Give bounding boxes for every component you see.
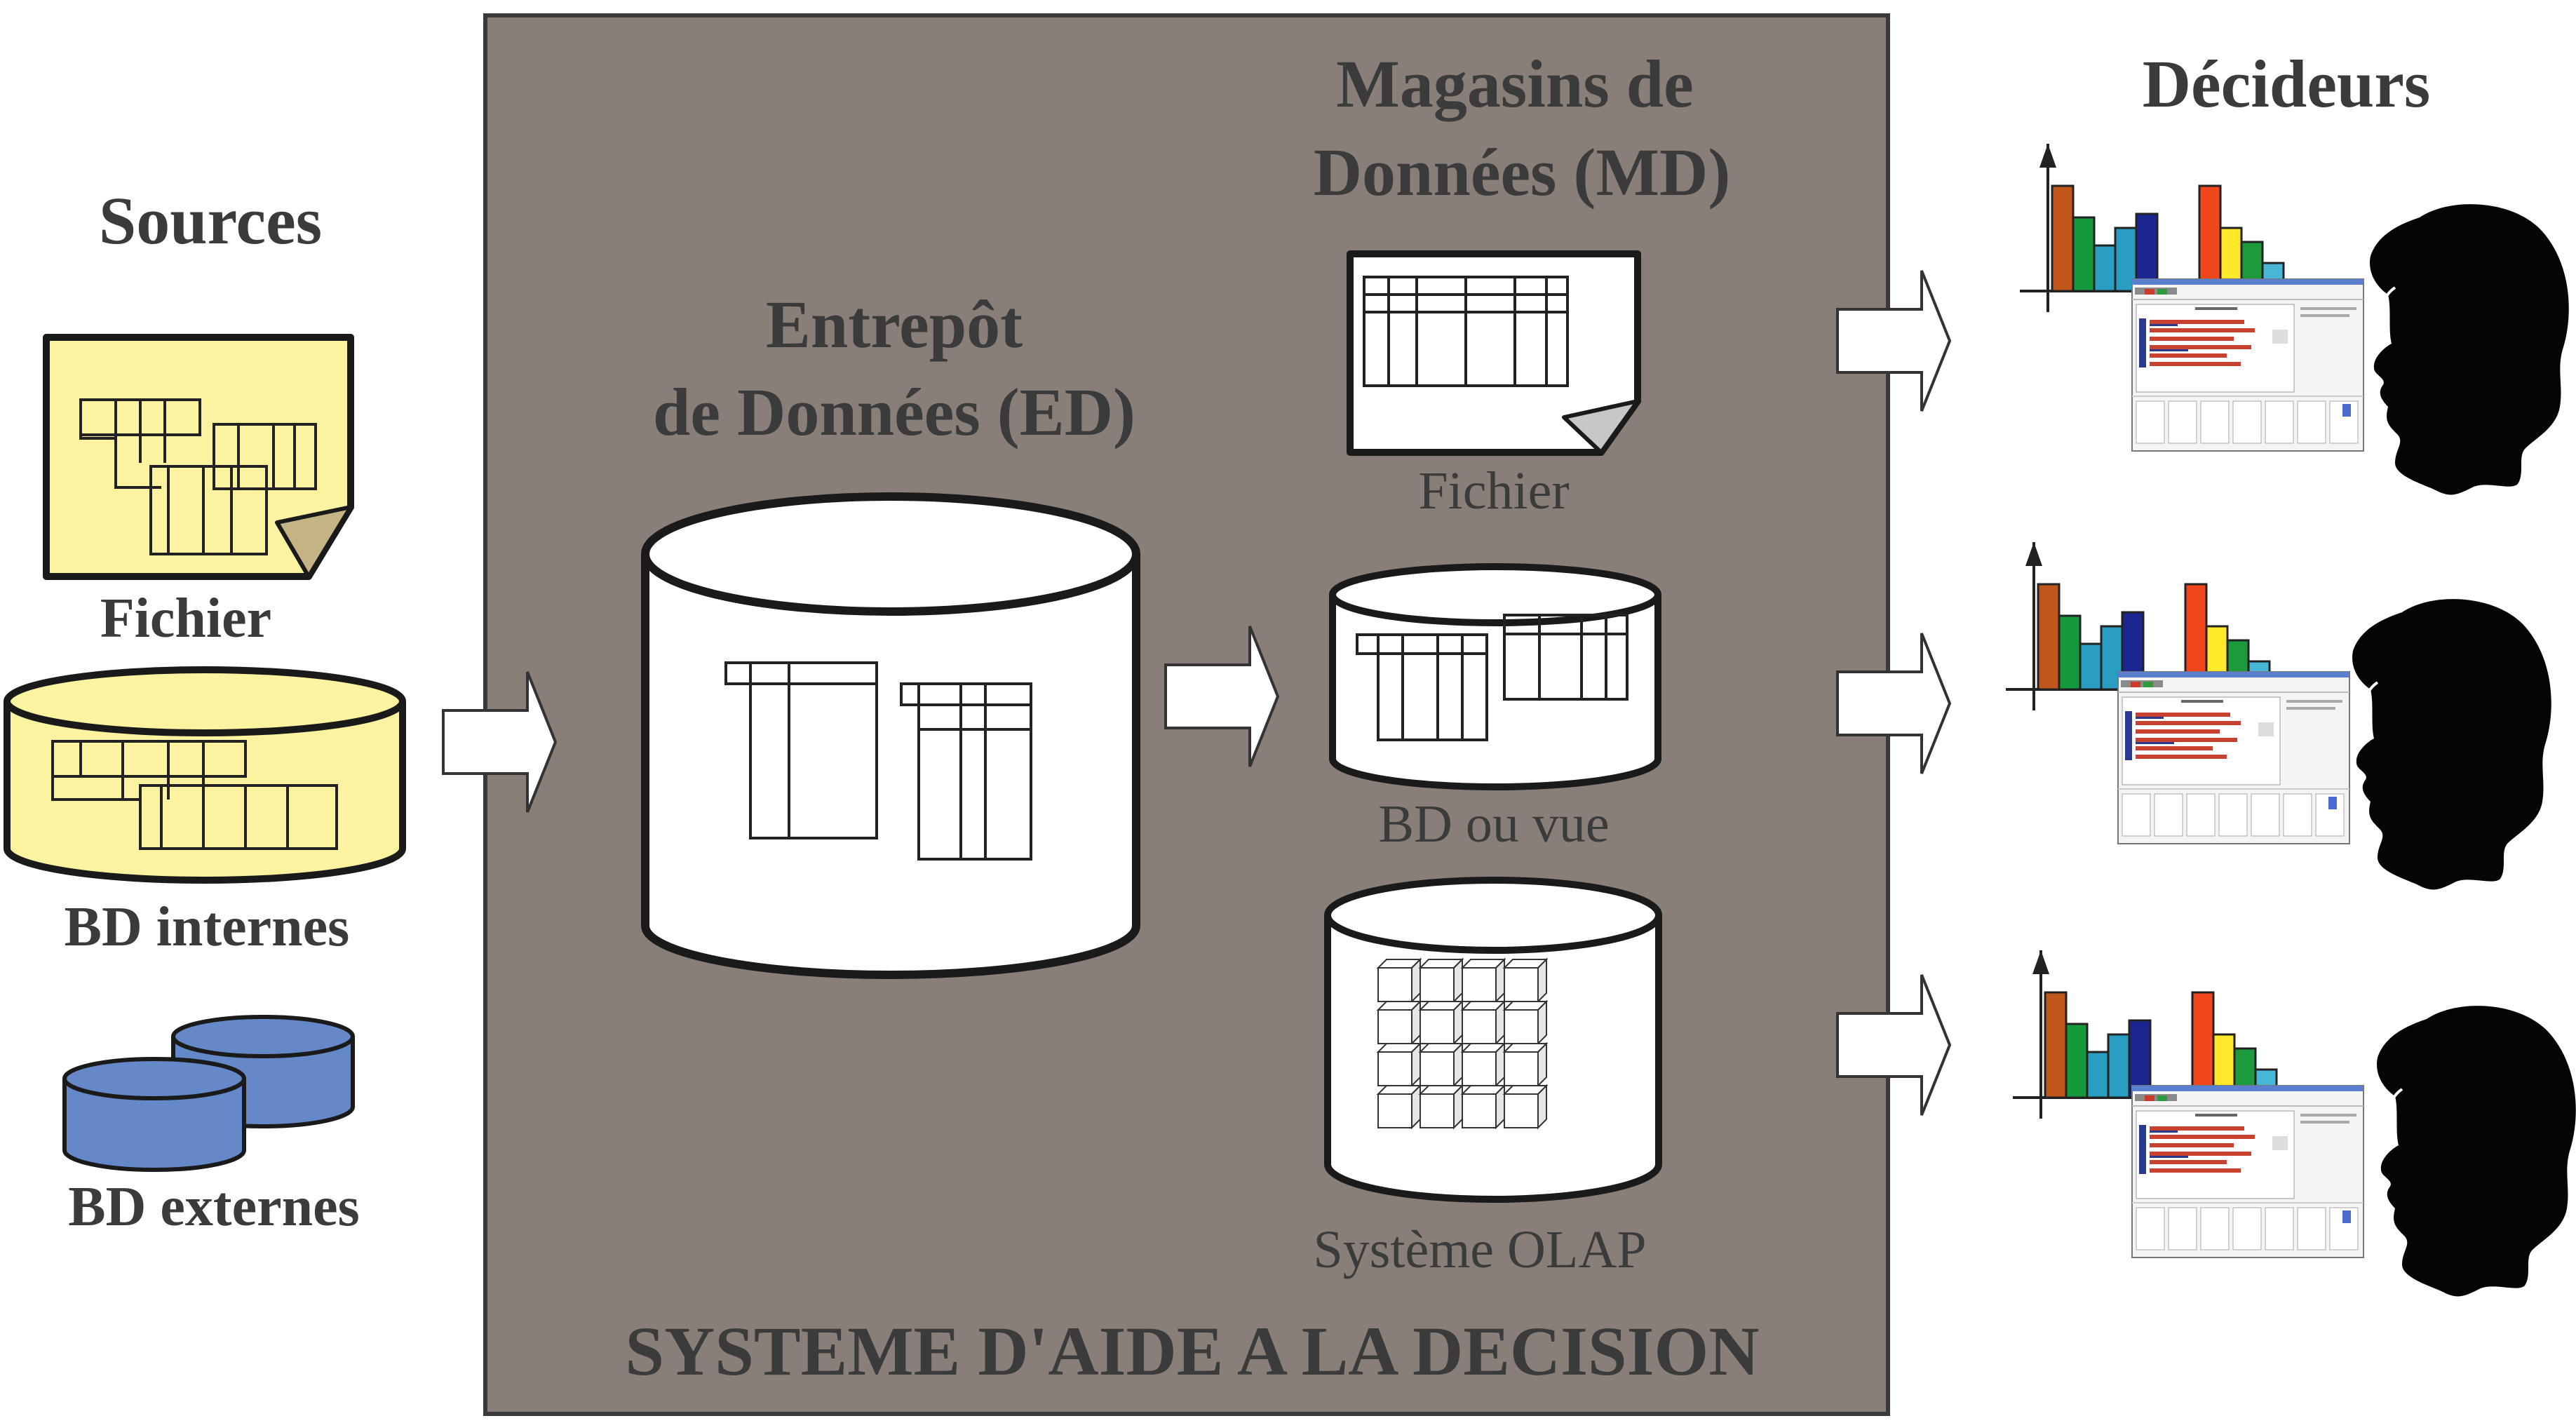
- person-head-icon: [2351, 598, 2553, 891]
- file-icon-mart: [1347, 250, 1641, 456]
- olap-cube-cell: [1462, 959, 1505, 1002]
- report-screenshot-icon: [2131, 278, 2364, 452]
- olap-cube-cell: [1462, 1085, 1505, 1128]
- olap-cube-cell: [1420, 959, 1463, 1002]
- warehouse-title-line2: de Données (ED): [653, 375, 1135, 450]
- source-internal-db-label: BD internes: [65, 896, 350, 958]
- olap-cube-cell: [1462, 1001, 1505, 1044]
- olap-cube-cell: [1377, 1001, 1421, 1044]
- olap-cube-cell: [1420, 1001, 1463, 1044]
- sources-column: Sources Fichier: [4, 183, 406, 1238]
- olap-cube-cell: [1377, 1085, 1421, 1128]
- database-icon-mart: [1329, 563, 1661, 790]
- mart-db-label: BD ou vue: [1378, 795, 1609, 854]
- person-head-icon: [2375, 1004, 2576, 1298]
- olap-cube-cell: [1377, 1043, 1421, 1086]
- olap-cube-icon: [1324, 877, 1662, 1203]
- system-title: SYSTEME D'AIDE A LA DECISION: [625, 1312, 1759, 1390]
- olap-cube-cell: [1504, 1085, 1547, 1128]
- sources-title: Sources: [99, 183, 322, 258]
- olap-cube-cell: [1462, 1043, 1505, 1086]
- warehouse-title-line1: Entrepôt: [766, 287, 1023, 362]
- decideurs-title: Décideurs: [2143, 46, 2431, 121]
- marts-title-line1: Magasins de: [1336, 46, 1693, 121]
- marts-title-line2: Données (MD): [1314, 135, 1731, 210]
- olap-cube-cell: [1504, 1043, 1547, 1086]
- database-icon-internal: [4, 666, 406, 884]
- report-screenshot-icon: [2117, 671, 2350, 844]
- olap-cube-cell: [1420, 1085, 1463, 1128]
- person-head-icon: [2368, 203, 2570, 497]
- source-file-label: Fichier: [100, 588, 271, 649]
- olap-cube-cell: [1504, 959, 1547, 1002]
- olap-cube-cell: [1420, 1043, 1463, 1086]
- mart-olap-label: Système OLAP: [1314, 1220, 1647, 1279]
- database-icon-warehouse: [641, 492, 1140, 979]
- decision-support-system: Entrepôt de Données (ED) Magasins: [442, 13, 1890, 1416]
- olap-cube-cell: [1504, 1001, 1547, 1044]
- source-external-db-label: BD externes: [68, 1176, 359, 1238]
- decideurs-column: Décideurs: [1836, 46, 2576, 1298]
- report-screenshot-icon: [2131, 1085, 2364, 1258]
- file-icon: [43, 334, 354, 580]
- olap-cube-cell: [1377, 959, 1421, 1002]
- mart-file-label: Fichier: [1418, 461, 1569, 520]
- database-icon-external: [62, 1015, 355, 1172]
